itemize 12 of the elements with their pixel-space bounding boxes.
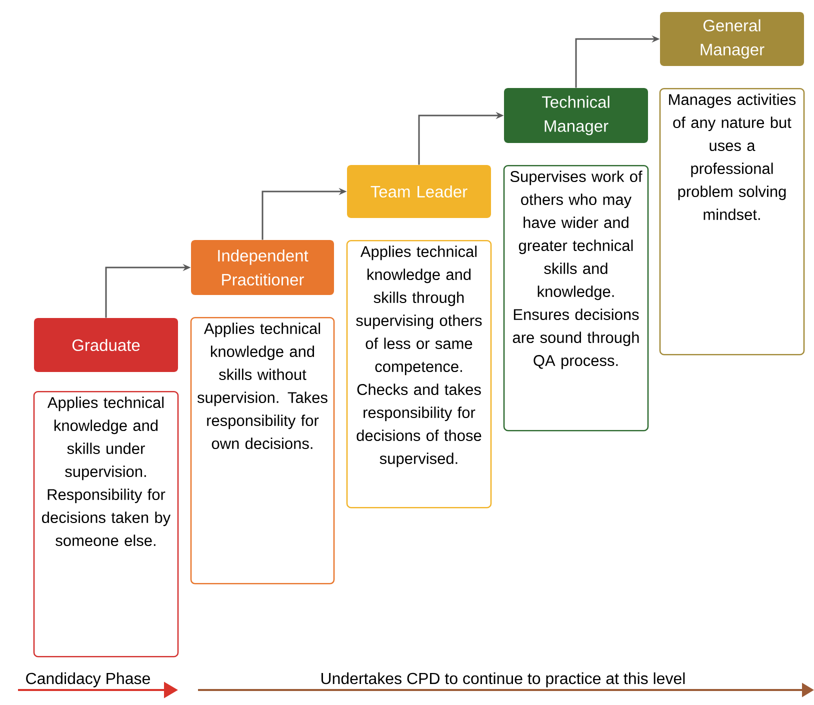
description-box: Applies technical knowledge and skills through supervising others of less or same competence. Checks and takes responsibility for decisions of those supervised. bbox=[346, 240, 492, 508]
role-box: Technical Manager bbox=[504, 88, 648, 143]
role-box: General Manager bbox=[660, 12, 804, 66]
phase-label: Candidacy Phase bbox=[26, 672, 150, 688]
role-box: Graduate bbox=[34, 318, 178, 372]
description-box: Applies technical knowledge and skills under supervision. Responsibility for decisions taken by someone else. bbox=[33, 391, 179, 658]
description-box: Supervises work of others who may have wider and greater technical skills and knowledge. Ensures decisions are sound through QA process. bbox=[503, 165, 649, 432]
role-box: Team Leader bbox=[347, 165, 491, 218]
phase-label: Undertakes CPD to continue to practice at this level bbox=[321, 672, 685, 688]
role-box: Independent Practitioner bbox=[191, 240, 334, 295]
description-box: Applies technical knowledge and skills without supervision. Takes responsibility for own decisions. bbox=[190, 317, 335, 584]
description-box: Manages activities of any nature but uses a professional problem solving mindset. bbox=[659, 88, 805, 356]
